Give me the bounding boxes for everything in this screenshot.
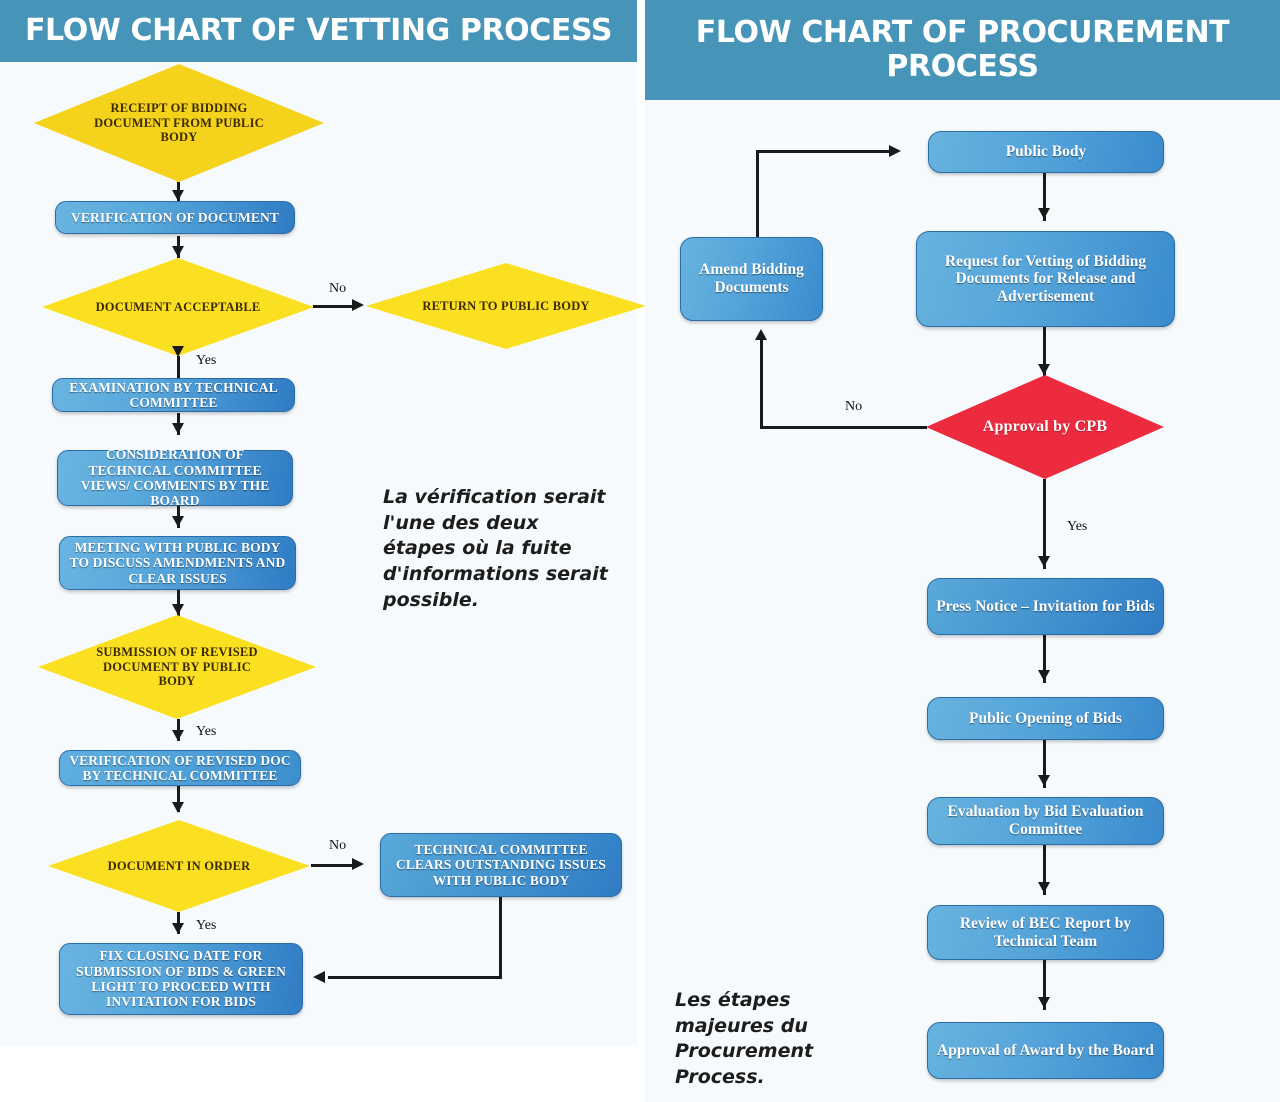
- procurement-process-panel: FLOW CHART OF PROCUREMENT PROCESS Public…: [645, 0, 1280, 1102]
- node-public-body: Public Body: [928, 131, 1164, 173]
- connector-line: [756, 150, 759, 238]
- node-verification-of-document: VERIFICATION OF DOCUMENT: [55, 201, 295, 234]
- annotation-vetting-note: La vérification serait l'une des deux ét…: [383, 486, 608, 611]
- edge-label-no: No: [845, 399, 863, 414]
- edge-label-yes: Yes: [196, 353, 217, 368]
- node-receipt-of-bidding-document: RECEIPT OF BIDDING DOCUMENT FROM PUBLIC …: [34, 64, 324, 182]
- arrow-right-icon: [889, 145, 901, 157]
- node-public-opening-of-bids: Public Opening of Bids: [927, 697, 1164, 740]
- arrow-down-icon: [172, 730, 184, 741]
- connector-line: [177, 590, 180, 616]
- node-evaluation-by-bid-evaluation-committee: Evaluation by Bid Evaluation Committee: [927, 797, 1164, 845]
- arrow-down-icon: [1038, 556, 1050, 567]
- edge-label-no: No: [329, 281, 347, 296]
- node-approval-by-cpb: Approval by CPB: [926, 375, 1164, 479]
- arrow-down-icon: [1038, 775, 1050, 786]
- arrow-down-icon: [172, 516, 184, 527]
- edge-label-yes: Yes: [196, 918, 217, 933]
- connector-line: [1043, 479, 1046, 569]
- connector-line: [1043, 845, 1046, 895]
- node-press-notice-invitation-for-bids: Press Notice – Invitation for Bids: [927, 578, 1164, 635]
- arrow-left-icon: [313, 971, 325, 983]
- vetting-process-title: FLOW CHART OF VETTING PROCESS: [0, 0, 637, 62]
- connector-line: [1043, 173, 1046, 221]
- connector-line: [311, 864, 355, 867]
- node-return-to-public-body: RETURN TO PUBLIC BODY: [366, 263, 646, 349]
- connector-line: [177, 356, 180, 378]
- node-verification-of-revised-doc: VERIFICATION OF REVISED DOC BY TECHNICAL…: [59, 750, 301, 786]
- node-fix-closing-date: FIX CLOSING DATE FOR SUBMISSION OF BIDS …: [59, 943, 303, 1015]
- arrow-down-icon: [1038, 208, 1050, 219]
- node-meeting-with-public-body: MEETING WITH PUBLIC BODY TO DISCUSS AMEN…: [59, 536, 296, 590]
- node-approval-of-award-by-the-board: Approval of Award by the Board: [927, 1022, 1164, 1079]
- connector-line: [1043, 327, 1046, 377]
- connector-line: [1043, 740, 1046, 788]
- edge-label-no: No: [329, 838, 347, 853]
- arrow-down-icon: [172, 604, 184, 615]
- connector-line: [1043, 635, 1046, 683]
- arrow-down-icon: [1038, 882, 1050, 893]
- arrow-down-icon: [172, 346, 184, 357]
- connector-line: [328, 976, 501, 979]
- arrow-down-icon: [1038, 364, 1050, 375]
- arrow-down-icon: [172, 423, 184, 434]
- arrow-down-icon: [172, 802, 184, 813]
- node-document-in-order: DOCUMENT IN ORDER: [48, 820, 310, 912]
- node-review-of-bec-report: Review of BEC Report by Technical Team: [927, 905, 1164, 960]
- connector-line: [313, 305, 355, 308]
- connector-line: [177, 786, 180, 812]
- node-amend-bidding-documents: Amend Bidding Documents: [680, 237, 823, 321]
- arrow-down-icon: [172, 246, 184, 257]
- connector-line: [760, 426, 927, 429]
- connector-line: [760, 336, 763, 429]
- connector-line: [756, 150, 893, 153]
- edge-label-yes: Yes: [1067, 519, 1088, 534]
- connector-line: [499, 897, 502, 979]
- arrow-down-icon: [172, 190, 184, 201]
- node-request-for-vetting: Request for Vetting of Bidding Documents…: [916, 231, 1175, 327]
- vetting-process-panel: FLOW CHART OF VETTING PROCESS RECEIPT OF…: [0, 0, 646, 1046]
- arrow-up-icon: [755, 329, 767, 340]
- node-examination-by-technical-committee: EXAMINATION BY TECHNICAL COMMITTEE: [52, 378, 295, 412]
- node-submission-of-revised-document: SUBMISSION OF REVISED DOCUMENT BY PUBLIC…: [38, 615, 316, 719]
- edge-label-yes: Yes: [196, 724, 217, 739]
- arrow-right-icon: [352, 299, 364, 311]
- connector-line: [1043, 960, 1046, 1010]
- procurement-process-title: FLOW CHART OF PROCUREMENT PROCESS: [645, 0, 1280, 100]
- annotation-procurement-note: Les étapes majeures du Procurement Proce…: [675, 989, 814, 1088]
- node-document-acceptable: DOCUMENT ACCEPTABLE: [42, 258, 314, 356]
- arrow-right-icon: [352, 858, 364, 870]
- node-consideration-of-technical-committee-views: CONSIDERATION OF TECHNICAL COMMITTEE VIE…: [57, 447, 293, 508]
- arrow-down-icon: [172, 923, 184, 934]
- node-technical-committee-clears-issues: TECHNICAL COMMITTEE CLEARS OUTSTANDING I…: [380, 833, 622, 897]
- arrow-down-icon: [1038, 670, 1050, 681]
- arrow-down-icon: [1038, 997, 1050, 1008]
